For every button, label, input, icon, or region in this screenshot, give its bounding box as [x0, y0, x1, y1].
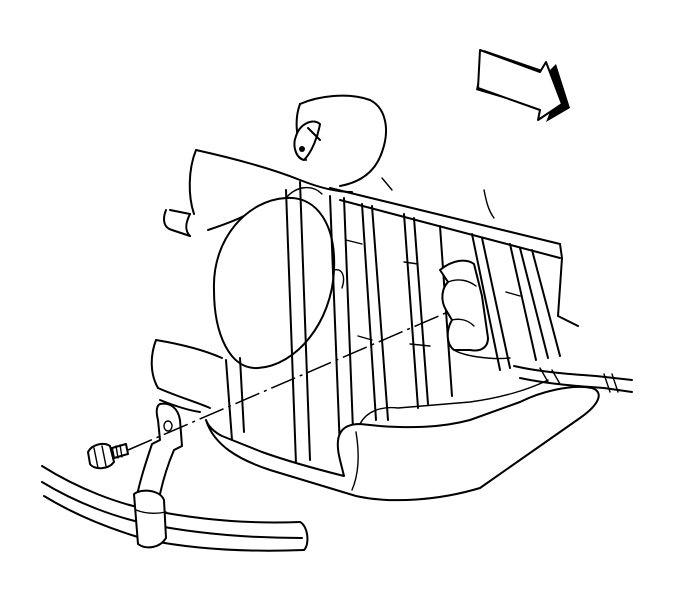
intake-duct-housing — [205, 177, 633, 502]
bracket-bolt — [87, 443, 129, 470]
engine-background — [150, 94, 387, 413]
round-cover-plate — [212, 187, 345, 370]
mounting-bracket — [133, 402, 183, 549]
frame-rail — [41, 465, 309, 552]
mounting-boss — [439, 259, 511, 360]
alignment-centerline — [127, 311, 449, 451]
direction-arrow-icon — [476, 49, 570, 122]
